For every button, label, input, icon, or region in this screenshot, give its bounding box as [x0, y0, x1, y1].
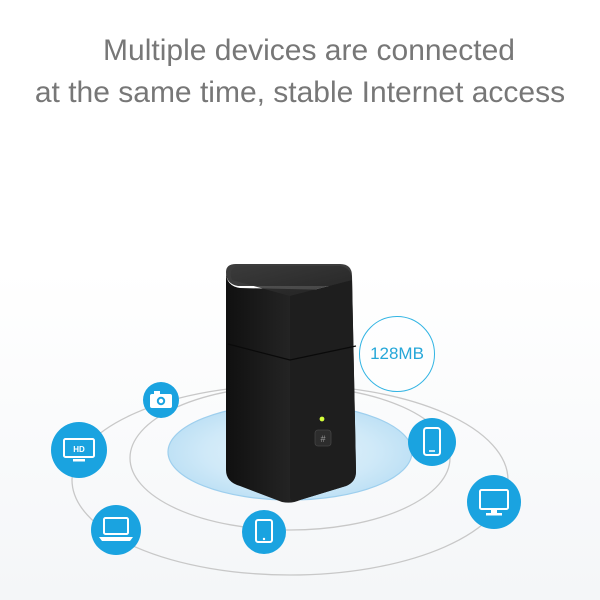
router-button[interactable]	[314, 429, 332, 447]
phone-icon	[423, 427, 441, 456]
hd-tv-device: HD	[51, 422, 107, 478]
laptop-icon	[99, 517, 133, 541]
phone-device	[408, 418, 456, 466]
monitor-device	[467, 475, 521, 529]
memory-badge: 128MB	[359, 316, 435, 392]
svg-text:HD: HD	[73, 445, 85, 454]
headline-line-1: Multiple devices are connected	[103, 34, 515, 67]
hd-tv-icon: HD	[63, 438, 95, 462]
laptop-device	[91, 505, 141, 555]
headline-line-2: at the same time, stable Internet access	[34, 76, 566, 109]
svg-text:#: #	[320, 434, 325, 444]
memory-badge-label: 128MB	[370, 344, 424, 363]
headline: Multiple devices are connected at the sa…	[0, 30, 600, 114]
camera-icon	[150, 391, 172, 408]
tablet-icon	[255, 519, 273, 543]
camera-device	[143, 382, 179, 418]
tablet-device	[242, 510, 286, 554]
router-device: #	[226, 264, 357, 503]
status-led	[319, 416, 325, 422]
monitor-icon	[479, 489, 509, 516]
